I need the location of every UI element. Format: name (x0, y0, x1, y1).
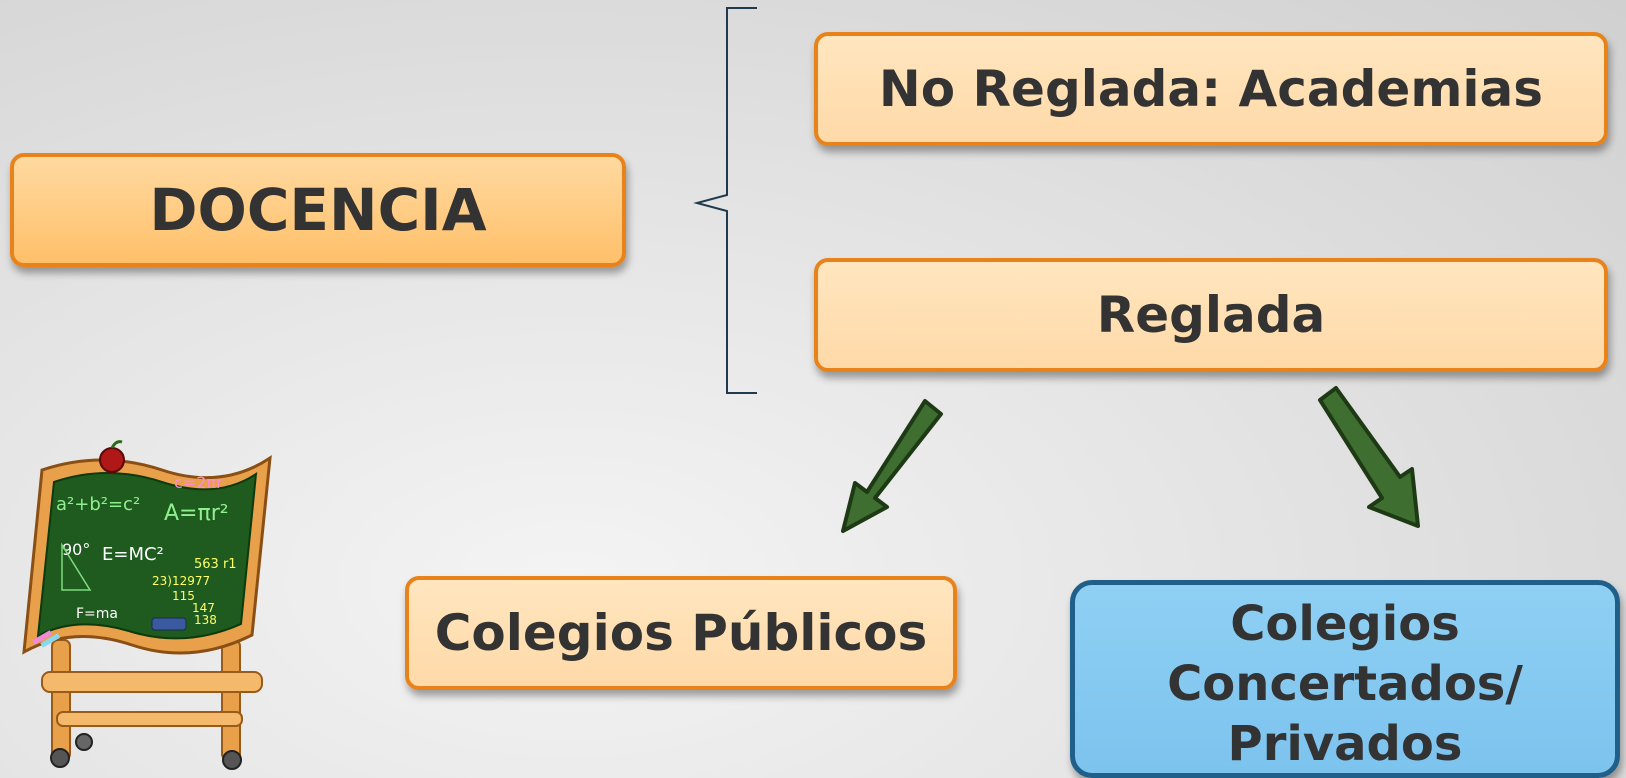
formula-text: 23)12977 (152, 574, 210, 588)
sub-node-label: Colegios Públicos (434, 604, 928, 662)
formula-text: A=πr² (164, 501, 229, 526)
formula-text: 90° (62, 540, 90, 559)
formula-text: E=MC² (102, 544, 164, 565)
root-node-docencia: DOCENCIA (10, 153, 626, 267)
formula-text: F=ma (76, 606, 118, 622)
formula-text: 147 (192, 601, 215, 615)
chalk-icon (32, 630, 53, 645)
formula-text: a²+b²=c² (56, 494, 140, 515)
formula-text: 563 r1 (194, 557, 237, 572)
sub-node-colegios-concertados: Colegios Concertados/ Privados (1070, 580, 1620, 778)
branch-node-reglada: Reglada (814, 258, 1608, 372)
branch-node-no-reglada: No Reglada: Academias (814, 32, 1608, 146)
root-node-label: DOCENCIA (149, 176, 487, 244)
branch-node-label: No Reglada: Academias (878, 60, 1544, 118)
formula-text: c=2πr (174, 473, 223, 492)
formula-text: 138 (194, 613, 217, 627)
sub-node-label: Colegios Concertados/ Privados (1167, 596, 1523, 772)
apple-icon (99, 447, 125, 473)
sub-node-colegios-publicos: Colegios Públicos (405, 576, 957, 690)
formula-text: 115 (172, 589, 195, 603)
arrow-to-colegios-publicos (841, 399, 943, 533)
blackboard-illustration: a²+b²=c² c=2πr A=πr² 90° E=MC² F=ma 563 … (22, 440, 272, 770)
arrow-to-colegios-concertados (1318, 386, 1420, 528)
eraser-icon (151, 617, 187, 631)
branch-node-label: Reglada (1096, 286, 1326, 344)
triangle-icon (61, 542, 92, 591)
branch-bracket (693, 7, 757, 394)
